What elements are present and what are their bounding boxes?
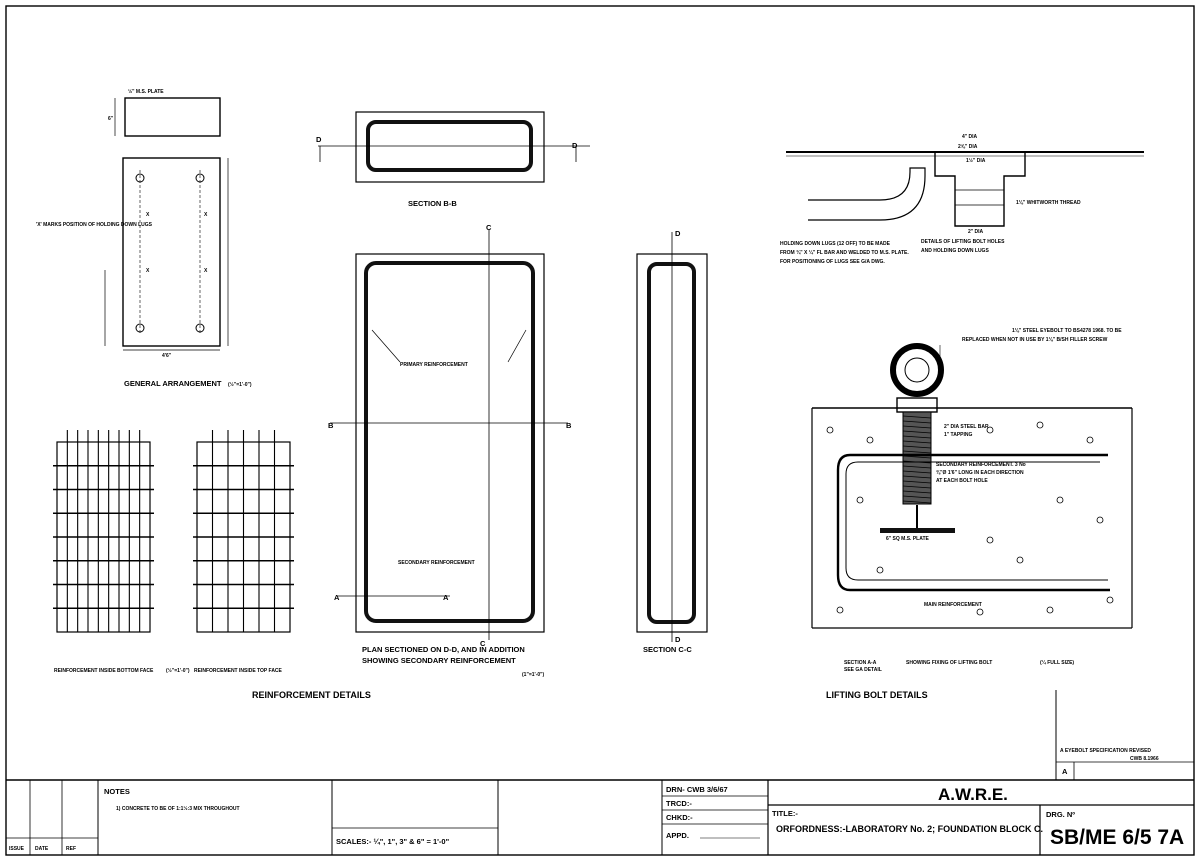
svg-text:4'6": 4'6" bbox=[162, 353, 172, 359]
title-block: ISSUE DATE REF NOTES 1) CONCRETE TO BE O… bbox=[6, 779, 1194, 855]
svg-text:6": 6" bbox=[108, 116, 114, 122]
plate-label: ½" M.S. PLATE bbox=[128, 88, 164, 95]
reinforcement-details-heading: REINFORCEMENT DETAILS bbox=[252, 690, 371, 700]
svg-text:SECTION A-A: SECTION A-A bbox=[844, 660, 877, 666]
svg-text:A: A bbox=[1062, 767, 1068, 776]
svg-text:DETAILS OF LIFTING BOLT HOLES: DETAILS OF LIFTING BOLT HOLES bbox=[921, 239, 1005, 245]
svg-text:4" DIA: 4" DIA bbox=[962, 134, 978, 140]
svg-text:SHOWING FIXING OF LIFTING BOLT: SHOWING FIXING OF LIFTING BOLT bbox=[906, 660, 992, 666]
svg-text:2" DIA: 2" DIA bbox=[968, 229, 984, 235]
section-cc-title: SECTION C-C bbox=[643, 645, 692, 654]
svg-text:1) CONCRETE TO BE OF 1:1½:: 1) CONCRETE TO BE OF 1:1½:3 MIX THROUGHO… bbox=[116, 805, 240, 812]
svg-text:X: X bbox=[204, 212, 208, 218]
organisation-name: A.W.R.E. bbox=[938, 785, 1008, 804]
svg-text:FOR POSITIONING OF LUGS SEE G/: FOR POSITIONING OF LUGS SEE G/A DWG. bbox=[780, 259, 885, 265]
svg-text:AT EACH BOLT HOLE: AT EACH BOLT HOLE bbox=[936, 478, 988, 484]
svg-text:APPD.: APPD. bbox=[666, 831, 689, 840]
general-arrangement-title: GENERAL ARRANGEMENT bbox=[124, 379, 222, 388]
svg-text:A: A bbox=[443, 593, 449, 602]
svg-text:D: D bbox=[572, 141, 578, 150]
section-bb-view: D D SECTION B-B bbox=[316, 111, 590, 208]
plan-title-line-1: PLAN SECTIONED ON D-D, AND IN ADDITION bbox=[362, 645, 525, 654]
svg-text:REINFORCEMENT INSIDE TOP FACE: REINFORCEMENT INSIDE TOP FACE bbox=[194, 668, 283, 674]
svg-text:1" TAPPING: 1" TAPPING bbox=[944, 432, 973, 438]
svg-text:SECONDARY REINFORCEMENT. 3 No: SECONDARY REINFORCEMENT. 3 No bbox=[936, 462, 1026, 468]
drawing-number: SB/ME 6/5 7A bbox=[1050, 826, 1184, 849]
svg-text:MAIN REINFORCEMENT: MAIN REINFORCEMENT bbox=[924, 602, 982, 608]
drawing-border bbox=[5, 5, 1195, 856]
svg-text:CWB 8.1966: CWB 8.1966 bbox=[1130, 756, 1159, 762]
revision-note: A EYEBOLT SPECIFICATION REVISED bbox=[1060, 748, 1151, 754]
plan-title-line-2: SHOWING SECONDARY REINFORCEMENT bbox=[362, 656, 516, 665]
svg-text:A: A bbox=[334, 593, 340, 602]
general-arrangement-view: ½" M.S. PLATE 6" X X X X 'X' MARKS POSIT… bbox=[36, 88, 252, 388]
svg-text:DATE: DATE bbox=[35, 846, 49, 852]
svg-text:B: B bbox=[328, 421, 334, 430]
svg-text:2⅝" DIA: 2⅝" DIA bbox=[958, 144, 978, 150]
section-aa-view: 1⅛" STEEL EYEBOLT TO BS4278 1968. TO BE … bbox=[811, 328, 1133, 700]
svg-text:C: C bbox=[480, 639, 486, 648]
svg-text:TRCD:-: TRCD:- bbox=[666, 799, 692, 808]
svg-text:2" DIA STEEL BAR: 2" DIA STEEL BAR bbox=[944, 424, 989, 430]
svg-text:B: B bbox=[566, 421, 572, 430]
svg-text:⅜"Ø 1'6" LONG IN EACH DIRECTIO: ⅜"Ø 1'6" LONG IN EACH DIRECTION bbox=[936, 470, 1024, 476]
drawing-title: ORFORDNESS:-LABORATORY No. 2; FOUNDATION… bbox=[776, 824, 1043, 834]
svg-text:1⅛" WHITWORTH THREAD: 1⅛" WHITWORTH THREAD bbox=[1016, 200, 1081, 206]
secondary-reinforcement-label: SECONDARY REINFORCEMENT bbox=[398, 560, 475, 566]
notes-heading: NOTES bbox=[104, 787, 130, 796]
svg-text:REINFORCEMENT INSIDE BOTTOM FA: REINFORCEMENT INSIDE BOTTOM FACE bbox=[54, 668, 154, 674]
svg-text:D: D bbox=[675, 635, 681, 644]
revision-block: A EYEBOLT SPECIFICATION REVISED CWB 8.19… bbox=[1055, 690, 1194, 780]
section-bb-title: SECTION B-B bbox=[408, 199, 457, 208]
primary-reinforcement-label: PRIMARY REINFORCEMENT bbox=[400, 362, 468, 368]
svg-text:6" SQ M.S. PLATE: 6" SQ M.S. PLATE bbox=[886, 536, 930, 542]
svg-text:TITLE:-: TITLE:- bbox=[772, 809, 798, 818]
svg-text:D: D bbox=[316, 135, 322, 144]
svg-text:X: X bbox=[146, 212, 150, 218]
bottom-mesh-view: REINFORCEMENT INSIDE BOTTOM FACE (½"=1'-… bbox=[53, 430, 190, 674]
svg-text:(¼ FULL SIZE): (¼ FULL SIZE) bbox=[1040, 659, 1074, 666]
svg-text:REPLACED WHEN NOT IN USE BY 1⅛: REPLACED WHEN NOT IN USE BY 1⅛" B/SH FIL… bbox=[962, 337, 1108, 343]
svg-text:D: D bbox=[675, 229, 681, 238]
scales-label: SCALES:- ¼", 1", 3" & 6" = 1'-0" bbox=[336, 837, 450, 846]
svg-text:1½" DIA: 1½" DIA bbox=[966, 157, 986, 164]
svg-text:C: C bbox=[486, 223, 492, 232]
svg-text:X: X bbox=[146, 268, 150, 274]
svg-text:FROM ¾" X ¼" FL BAR AND WELDED: FROM ¾" X ¼" FL BAR AND WELDED TO M.S. P… bbox=[780, 249, 909, 256]
svg-text:ISSUE: ISSUE bbox=[9, 846, 25, 852]
svg-text:SEE GA DETAIL: SEE GA DETAIL bbox=[844, 667, 882, 673]
plan-view: B B C C A A PRIMARY REINFORCEMENT SECOND… bbox=[328, 223, 572, 678]
svg-text:(1"=1'-0"): (1"=1'-0") bbox=[522, 672, 545, 678]
top-mesh-view: REINFORCEMENT INSIDE TOP FACE bbox=[193, 430, 294, 674]
svg-text:(½"=1'-0"): (½"=1'-0") bbox=[166, 667, 190, 674]
svg-text:1⅛" STEEL EYEBOLT TO BS4278 19: 1⅛" STEEL EYEBOLT TO BS4278 1968. TO BE bbox=[1012, 328, 1122, 334]
section-cc-view: D D SECTION C-C bbox=[636, 229, 708, 654]
svg-text:(½"=1'-0"): (½"=1'-0") bbox=[228, 381, 252, 388]
lifting-bolt-hole-detail: 4" DIA 2⅝" DIA 1½" DIA 2" DIA 1⅛" WHITWO… bbox=[780, 134, 1144, 265]
svg-text:DRN- CWB 3/6/67: DRN- CWB 3/6/67 bbox=[666, 785, 728, 794]
svg-text:X: X bbox=[204, 268, 208, 274]
svg-text:AND HOLDING DOWN LUGS: AND HOLDING DOWN LUGS bbox=[921, 248, 989, 254]
svg-text:CHKD:-: CHKD:- bbox=[666, 813, 693, 822]
svg-text:DRG. Nº: DRG. Nº bbox=[1046, 810, 1075, 819]
hatched-note: 'X' MARKS POSITION OF HOLDING DOWN LUGS bbox=[36, 222, 153, 228]
svg-text:HOLDING DOWN LUGS (12 OFF) TO: HOLDING DOWN LUGS (12 OFF) TO BE MADE bbox=[780, 241, 891, 247]
lifting-bolt-details-heading: LIFTING BOLT DETAILS bbox=[826, 690, 928, 700]
svg-text:REF: REF bbox=[66, 846, 76, 852]
